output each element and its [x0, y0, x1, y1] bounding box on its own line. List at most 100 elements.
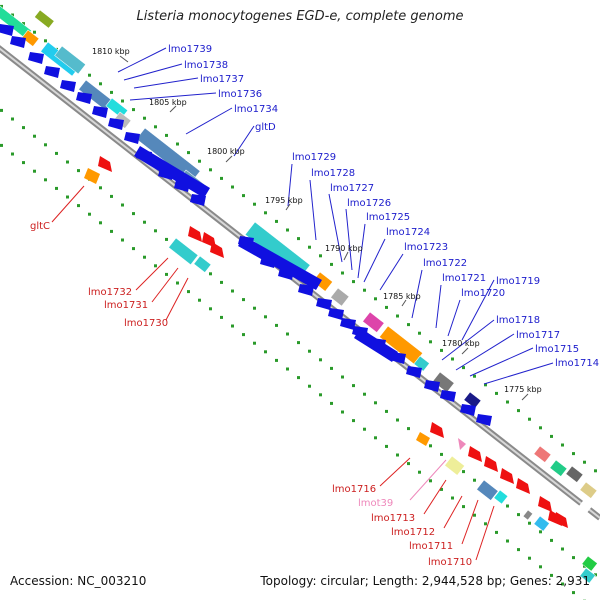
- reverse-gene-arrow: [430, 422, 444, 438]
- tick-dot: [440, 349, 443, 352]
- tick-dot: [286, 229, 289, 232]
- tick-dot: [132, 212, 135, 215]
- tick-dot: [198, 160, 201, 163]
- tick-dot: [429, 444, 432, 447]
- tick-dot: [143, 221, 146, 224]
- label-leader-line: [424, 480, 446, 514]
- gene-label[interactable]: lmo1732: [88, 287, 132, 298]
- gene-label[interactable]: lmo1718: [496, 315, 540, 326]
- tick-dot: [176, 282, 179, 285]
- gene-label[interactable]: lmo1713: [371, 513, 415, 524]
- tick-dot: [297, 237, 300, 240]
- forward-gene-arrow: [406, 366, 422, 378]
- gene-label[interactable]: lmo1734: [234, 104, 278, 115]
- gene-label[interactable]: lmo1715: [535, 344, 579, 355]
- gene-label[interactable]: lmo1726: [347, 198, 391, 209]
- reverse-gene-arrow: [484, 456, 498, 472]
- gene-label[interactable]: lmo1725: [366, 212, 410, 223]
- gene-label[interactable]: lmo1720: [461, 288, 505, 299]
- tick-dot: [583, 461, 586, 464]
- tick-dot: [341, 272, 344, 275]
- tick-dot: [154, 125, 157, 128]
- reverse-gene-arrow: [210, 242, 224, 258]
- tick-dot: [198, 299, 201, 302]
- tick-dot: [143, 256, 146, 259]
- tick-dot: [561, 444, 564, 447]
- tick-dot: [44, 143, 47, 146]
- tick-dot: [506, 401, 509, 404]
- forward-gene-arrow: [316, 298, 332, 310]
- tick-dot: [319, 358, 322, 361]
- gene-label[interactable]: lmo1724: [386, 227, 430, 238]
- tick-dot: [132, 108, 135, 111]
- forward-gene-arrow: [92, 106, 108, 118]
- tick-dot: [231, 325, 234, 328]
- tick-dot: [55, 187, 58, 190]
- tick-dot: [22, 126, 25, 129]
- tick-dot: [363, 428, 366, 431]
- gene-label[interactable]: lmo1738: [184, 60, 228, 71]
- tick-dot: [374, 401, 377, 404]
- gene-label[interactable]: lmo1719: [496, 276, 540, 287]
- tick-dot: [308, 385, 311, 388]
- tick-dot: [242, 333, 245, 336]
- tick-dot: [77, 204, 80, 207]
- tick-dot: [528, 522, 531, 525]
- tick-dot: [110, 195, 113, 198]
- tick-dot: [275, 359, 278, 362]
- tick-dot: [385, 445, 388, 448]
- tick-dot: [209, 307, 212, 310]
- gene-label[interactable]: lmot39: [358, 498, 393, 509]
- tick-dot: [209, 272, 212, 275]
- tick-dot: [539, 426, 542, 429]
- tick-label-layer: 1810 kbp 1805 kbp 1800 kbp 1795 kbp 1790…: [92, 47, 542, 394]
- label-leader-line: [436, 285, 441, 328]
- gene-feature: [169, 238, 198, 265]
- gene-label[interactable]: lmo1714: [555, 358, 599, 369]
- reverse-gene-arrow: [84, 168, 100, 184]
- tick-dot: [253, 342, 256, 345]
- forward-gene-arrow: [424, 380, 440, 392]
- tick-dot: [385, 410, 388, 413]
- gene-label[interactable]: lmo1727: [330, 183, 374, 194]
- gene-label[interactable]: lmo1722: [423, 258, 467, 269]
- gene-label[interactable]: gltC: [30, 221, 50, 232]
- page-title: Listeria monocytogenes EGD-e, complete g…: [0, 9, 600, 24]
- reverse-gene-arrow: [500, 468, 514, 484]
- gene-label[interactable]: lmo1731: [104, 300, 148, 311]
- tick-dot: [473, 479, 476, 482]
- gene-label[interactable]: lmo1730: [124, 318, 168, 329]
- tick-dot: [242, 298, 245, 301]
- tick-label: 1800 kbp: [207, 147, 245, 156]
- gene-feature: [534, 446, 551, 462]
- forward-gene-arrow: [28, 52, 44, 64]
- tick-dot: [363, 393, 366, 396]
- gene-label[interactable]: lmo1712: [391, 527, 435, 538]
- tick-dot: [264, 315, 267, 318]
- gene-label[interactable]: lmo1711: [409, 541, 453, 552]
- gene-label[interactable]: lmo1739: [168, 44, 212, 55]
- reverse-gene-arrow: [538, 496, 552, 512]
- gene-label[interactable]: gltD: [255, 122, 276, 133]
- gene-label[interactable]: lmo1736: [218, 89, 262, 100]
- tick-dot: [451, 358, 454, 361]
- tick-dot: [308, 246, 311, 249]
- tick-dot: [209, 168, 212, 171]
- gene-label[interactable]: lmo1729: [292, 152, 336, 163]
- gene-label[interactable]: lmo1717: [516, 330, 560, 341]
- tick-dot: [473, 375, 476, 378]
- reverse-gene-arrow: [416, 432, 430, 446]
- gene-label[interactable]: lmo1721: [442, 273, 486, 284]
- gene-label[interactable]: lmo1728: [311, 168, 355, 179]
- gene-label[interactable]: lmo1737: [200, 74, 244, 85]
- tick-dot: [418, 332, 421, 335]
- label-leader-line: [52, 186, 84, 222]
- label-leader-line: [364, 239, 385, 282]
- gene-label[interactable]: lmo1716: [332, 484, 376, 495]
- tick-dot: [440, 453, 443, 456]
- label-leader-line: [380, 458, 410, 486]
- gene-label[interactable]: lmo1710: [428, 557, 472, 568]
- gene-label[interactable]: lmo1723: [404, 242, 448, 253]
- gene-feature: [523, 510, 533, 520]
